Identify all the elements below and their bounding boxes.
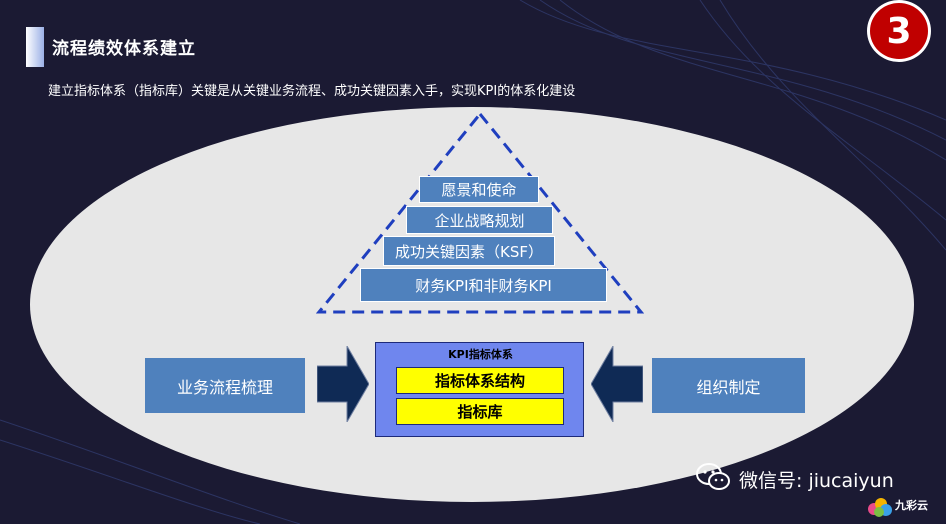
title-accent-bar	[26, 27, 44, 67]
kpi-system-panel: KPI指标体系 指标体系结构 指标库	[375, 342, 584, 437]
kpi-item-structure: 指标体系结构	[396, 367, 564, 394]
logo-text: 九彩云	[895, 499, 928, 512]
jiucaiyun-logo-icon	[868, 498, 892, 517]
pyramid-level-strategy: 企业战略规划	[406, 206, 553, 234]
wechat-icon	[696, 463, 730, 490]
left-arrow-icon	[591, 346, 643, 422]
pyramid-level-ksf: 成功关键因素（KSF）	[383, 236, 555, 266]
pyramid-outline-triangle	[316, 112, 644, 314]
page-subtitle: 建立指标体系（指标库）关键是从关键业务流程、成功关键因素入手，实现KPI的体系化…	[48, 84, 576, 99]
kpi-system-title: KPI指标体系	[448, 348, 513, 361]
section-number-badge: 3	[867, 0, 931, 62]
business-process-box: 业务流程梳理	[145, 358, 305, 413]
kpi-item-library: 指标库	[396, 398, 564, 425]
pyramid-level-vision: 愿景和使命	[419, 176, 539, 203]
organization-box: 组织制定	[652, 358, 805, 413]
page-title: 流程绩效体系建立	[52, 39, 196, 59]
right-arrow-icon	[317, 346, 369, 422]
wechat-id-text: 微信号: jiucaiyun	[739, 470, 894, 492]
pyramid-level-kpi: 财务KPI和非财务KPI	[360, 268, 607, 302]
